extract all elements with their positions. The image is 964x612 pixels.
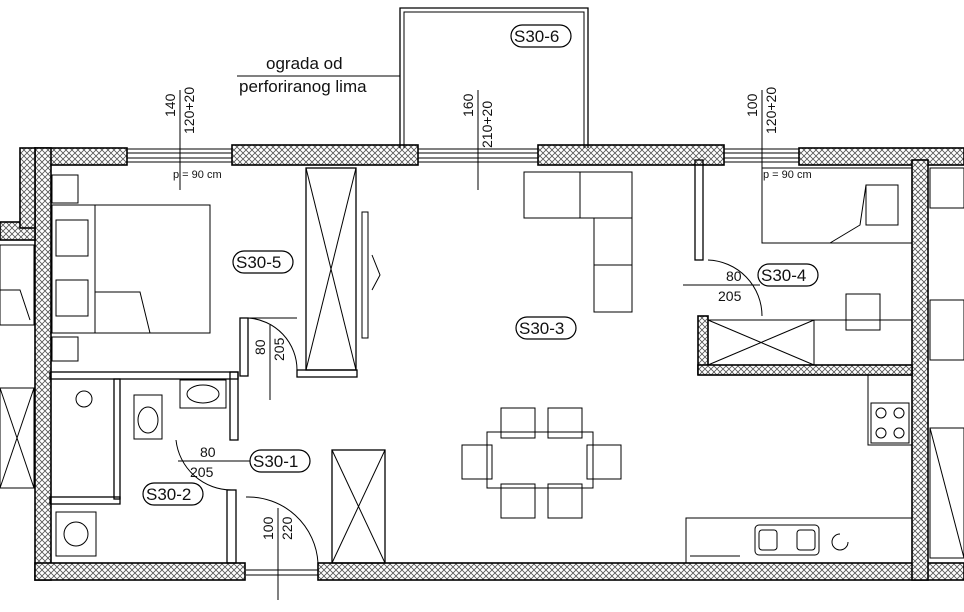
door-bedroom-height: 205 bbox=[271, 337, 287, 361]
window-3-height: 120+20 bbox=[763, 87, 779, 134]
balcony bbox=[237, 7, 589, 148]
note-line-1: ograda od bbox=[266, 54, 343, 73]
window-2-width: 160 bbox=[460, 93, 476, 117]
door-bedroom-width: 80 bbox=[252, 339, 268, 355]
door-dimensions: 80 205 80 205 80 205 100 220 bbox=[178, 268, 760, 600]
door-room4-width: 80 bbox=[726, 268, 742, 284]
window-1-height: 120+20 bbox=[181, 87, 197, 134]
window-2-height: 210+20 bbox=[479, 101, 495, 148]
room-label-s30-5: S30-5 bbox=[236, 253, 281, 272]
door-room4-height: 205 bbox=[718, 288, 742, 304]
room-label-s30-6: S30-6 bbox=[514, 27, 559, 46]
door-hall-width: 80 bbox=[200, 444, 216, 460]
window-3-width: 100 bbox=[744, 93, 760, 117]
room-labels: S30-6 S30-5 S30-3 S30-4 S30-1 S30-2 bbox=[142, 24, 819, 506]
window-1-width: 140 bbox=[162, 93, 178, 117]
room-label-s30-2: S30-2 bbox=[146, 485, 191, 504]
door-hall-height: 205 bbox=[190, 464, 214, 480]
window-1-sill: p = 90 cm bbox=[173, 169, 222, 181]
railing-note: ograda od perforiranog lima bbox=[239, 54, 367, 96]
door-entry-width: 100 bbox=[260, 516, 276, 540]
door-swings bbox=[175, 259, 763, 576]
window-dimensions: 140 120+20 p = 90 cm 160 210+20 100 120+… bbox=[162, 87, 812, 190]
window-3-sill: p = 90 cm bbox=[763, 169, 812, 181]
room-label-s30-4: S30-4 bbox=[761, 266, 806, 285]
room-label-s30-1: S30-1 bbox=[253, 452, 298, 471]
note-line-2: perforiranog lima bbox=[239, 77, 367, 96]
exterior-walls bbox=[0, 144, 964, 581]
furniture bbox=[0, 167, 964, 564]
door-entry-height: 220 bbox=[279, 516, 295, 540]
room-label-s30-3: S30-3 bbox=[519, 319, 564, 338]
